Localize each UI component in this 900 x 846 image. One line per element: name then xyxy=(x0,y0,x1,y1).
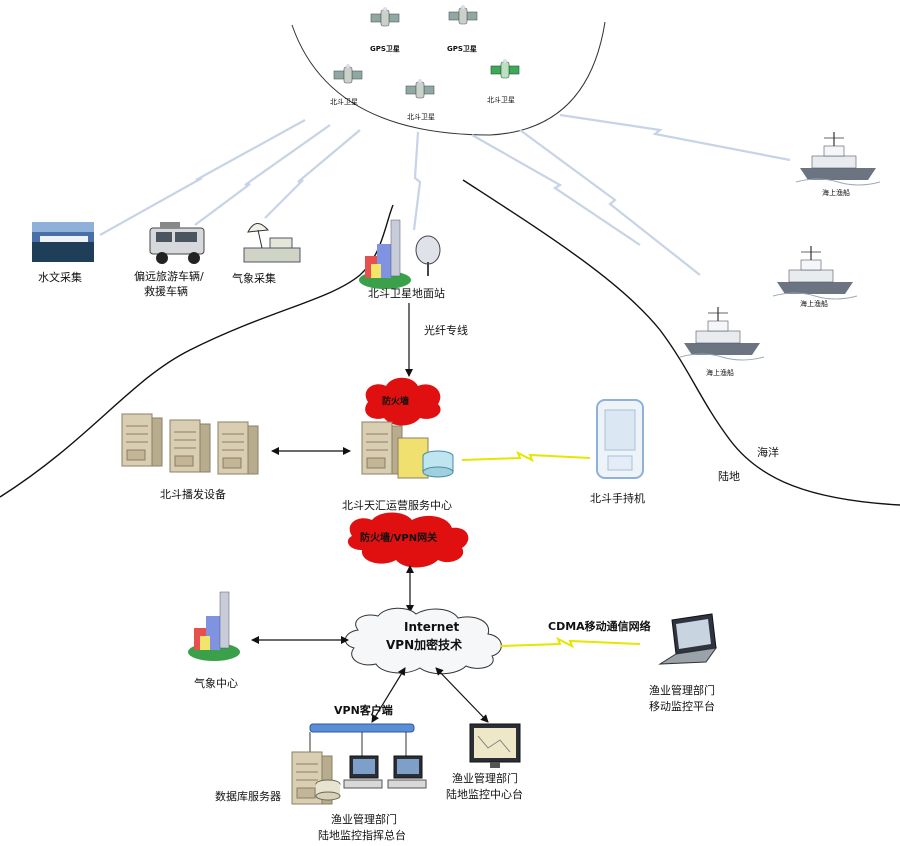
boat-label-2: 海上渔船 xyxy=(800,300,828,308)
internet-label: Internet xyxy=(404,620,460,634)
fiber-line-label: 光纤专线 xyxy=(424,324,468,337)
database-server-label: 数据库服务器 xyxy=(215,790,281,803)
weather-collect-label: 气象采集 xyxy=(232,272,276,285)
db-disk-icon xyxy=(315,779,341,801)
vpn-client-arrow xyxy=(371,667,406,723)
handheld-device-icon xyxy=(596,399,644,479)
laptop-icon xyxy=(658,613,718,665)
ground-station-label: 北斗卫星地面站 xyxy=(368,287,445,300)
beidou-satellite-label-2: 北斗卫星 xyxy=(407,113,435,121)
land-boundary-right xyxy=(462,179,900,506)
land-center-label-line1: 渔业管理部门 xyxy=(452,772,518,785)
hydrology-photo xyxy=(32,222,94,262)
beidou-satellite-1 xyxy=(333,63,363,84)
land-center-arrow xyxy=(435,667,489,723)
vehicle-label-line1: 偏远旅游车辆/ xyxy=(134,270,204,283)
vpn-client-label: VPN客户端 xyxy=(334,704,393,717)
mobile-platform-label-line1: 渔业管理部门 xyxy=(649,684,715,697)
beidou-satellite-label-3: 北斗卫星 xyxy=(487,96,515,104)
handheld-wireless-link xyxy=(461,450,591,463)
fishing-boat-3 xyxy=(679,306,765,361)
ocean-label: 海洋 xyxy=(757,446,779,459)
beidou-satellite-2 xyxy=(405,78,435,99)
weather-center-icon xyxy=(187,591,241,662)
fishing-boat-2 xyxy=(772,245,858,300)
monitor-icon xyxy=(469,723,521,768)
internet-cloud xyxy=(344,607,502,675)
command-center-label-line1: 渔业管理部门 xyxy=(331,813,397,826)
firewall-top-label: 防火墙 xyxy=(382,397,410,407)
workstation-2-icon xyxy=(387,755,427,789)
broadcast-server-2 xyxy=(169,419,211,473)
command-center-label-line2: 陆地监控指挥总台 xyxy=(318,829,406,842)
cdma-label: CDMA移动通信网络 xyxy=(548,620,651,633)
vpn-encryption-label: VPN加密技术 xyxy=(386,638,463,652)
satellite-orbit-arc xyxy=(291,21,606,136)
vpn-client-bar xyxy=(309,723,415,733)
service-center-icon xyxy=(361,421,454,479)
satellite-dish-icon xyxy=(415,235,441,276)
firewall-cloud-top xyxy=(365,377,441,426)
vehicle-label-line2: 救援车辆 xyxy=(144,285,188,298)
boat-label-1: 海上渔船 xyxy=(822,189,850,197)
gps-satellite-label-2: GPS卫星 xyxy=(447,45,477,53)
gps-satellite-label-1: GPS卫星 xyxy=(370,45,400,53)
land-label: 陆地 xyxy=(718,470,740,483)
weather-center-label: 气象中心 xyxy=(194,677,238,690)
workstation-1-icon xyxy=(343,755,383,789)
land-center-label-line2: 陆地监控中心台 xyxy=(446,788,523,801)
fishing-boat-1 xyxy=(795,131,881,186)
broadcast-server-1 xyxy=(121,413,163,467)
gps-satellite-1 xyxy=(370,6,400,27)
firewall-vpn-cloud xyxy=(347,512,469,568)
cdma-wireless-link xyxy=(499,636,641,649)
boat-label-3: 海上渔船 xyxy=(706,369,734,377)
vehicle-icon xyxy=(149,222,205,264)
weather-station-icon xyxy=(243,223,301,263)
service-center-label: 北斗天汇运营服务中心 xyxy=(342,499,452,512)
gps-satellite-2 xyxy=(448,4,478,25)
broadcast-server-3 xyxy=(217,421,259,475)
land-boundary-left xyxy=(0,204,394,498)
satellite-links xyxy=(99,113,791,276)
beidou-satellite-label-1: 北斗卫星 xyxy=(330,98,358,106)
broadcast-label: 北斗播发设备 xyxy=(160,488,226,501)
hydrology-label: 水文采集 xyxy=(38,271,82,284)
beidou-satellite-3 xyxy=(490,58,520,79)
mobile-platform-label-line2: 移动监控平台 xyxy=(649,700,715,713)
firewall-vpn-label: 防火墙/VPN网关 xyxy=(360,533,438,544)
handheld-label: 北斗手持机 xyxy=(590,492,645,505)
